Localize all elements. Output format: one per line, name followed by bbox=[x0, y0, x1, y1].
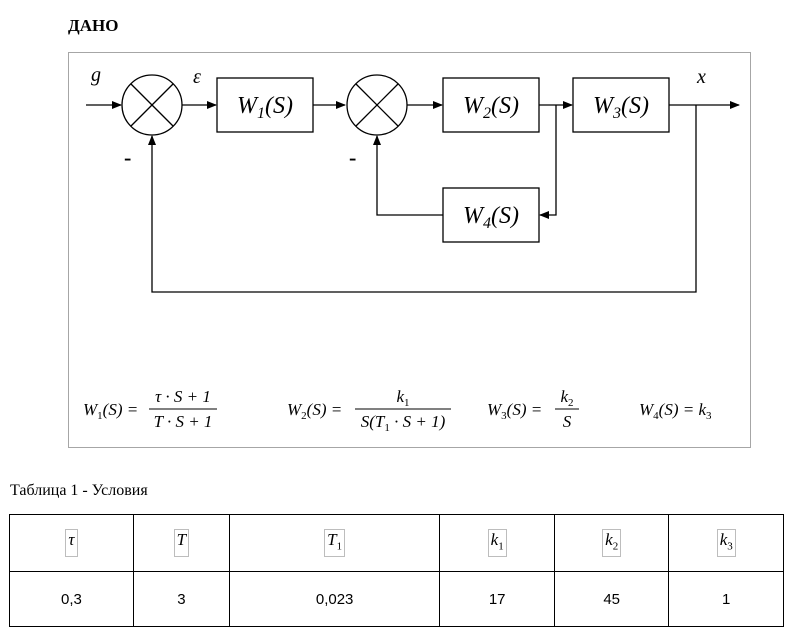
header-cell-k3: k3 bbox=[668, 514, 784, 572]
signal-error-label: ε bbox=[193, 66, 201, 88]
block-w4-label: W4(S) bbox=[463, 203, 519, 232]
minus-sign-2: - bbox=[349, 145, 356, 170]
signal-output-label: x bbox=[696, 66, 706, 88]
formula-w2-numerator: k1 bbox=[396, 387, 409, 409]
header-cell-t1: T1 bbox=[228, 514, 441, 572]
formula-w1-denominator: T · S + 1 bbox=[154, 412, 213, 431]
formula-w3-numerator: k2 bbox=[560, 387, 573, 409]
header-cell-tau: τ bbox=[9, 514, 134, 572]
formula-w2-lhs: W2(S) = bbox=[287, 400, 342, 422]
block-w2-label: W2(S) bbox=[463, 93, 519, 122]
section-heading: ДАНО bbox=[68, 16, 119, 35]
value-cell-t: 3 bbox=[132, 571, 230, 627]
header-cell-k1: k1 bbox=[439, 514, 555, 572]
value-cell-k1: 17 bbox=[439, 571, 555, 627]
signal-input-label: g bbox=[91, 64, 101, 86]
header-cell-t: T bbox=[132, 514, 230, 572]
outer-feedback-line bbox=[148, 105, 697, 293]
block-w1-label: W1(S) bbox=[237, 93, 293, 122]
value-cell-t1: 0,023 bbox=[228, 571, 441, 627]
table-caption: Таблица 1 - Условия bbox=[10, 482, 148, 499]
summing-junction-1 bbox=[121, 74, 183, 136]
inner-feedback-line bbox=[539, 105, 557, 219]
formula-w3-denominator: S bbox=[563, 412, 572, 431]
value-cell-k3: 1 bbox=[668, 571, 784, 627]
formula-w3-lhs: W3(S) = bbox=[487, 400, 542, 422]
formula-w1-lhs: W1(S) = bbox=[83, 400, 138, 422]
value-cell-k2: 45 bbox=[553, 571, 670, 627]
formula-w4: W4(S) = k3 bbox=[639, 400, 712, 422]
table-values-row: 0,3 3 0,023 17 45 1 bbox=[9, 571, 784, 627]
header-cell-k2: k2 bbox=[553, 514, 670, 572]
conditions-table: τ T T1 k1 k2 k3 0,3 3 0,023 17 45 1 bbox=[9, 514, 784, 627]
value-cell-tau: 0,3 bbox=[9, 571, 134, 627]
block-diagram: g ε x - - W1(S) W2(S) W3(S) W4(S) W1(S) … bbox=[83, 64, 740, 434]
minus-sign-1: - bbox=[124, 145, 131, 170]
block-w3-label: W3(S) bbox=[593, 93, 649, 122]
diagram-frame: g ε x - - W1(S) W2(S) W3(S) W4(S) W1(S) … bbox=[68, 52, 751, 448]
table-header-row: τ T T1 k1 k2 k3 bbox=[9, 514, 784, 572]
formula-w1-numerator: τ · S + 1 bbox=[155, 387, 211, 406]
w4-out-line bbox=[373, 135, 443, 216]
summing-junction-2 bbox=[346, 74, 408, 136]
formula-w2-denominator: S(T1 · S + 1) bbox=[361, 412, 446, 434]
